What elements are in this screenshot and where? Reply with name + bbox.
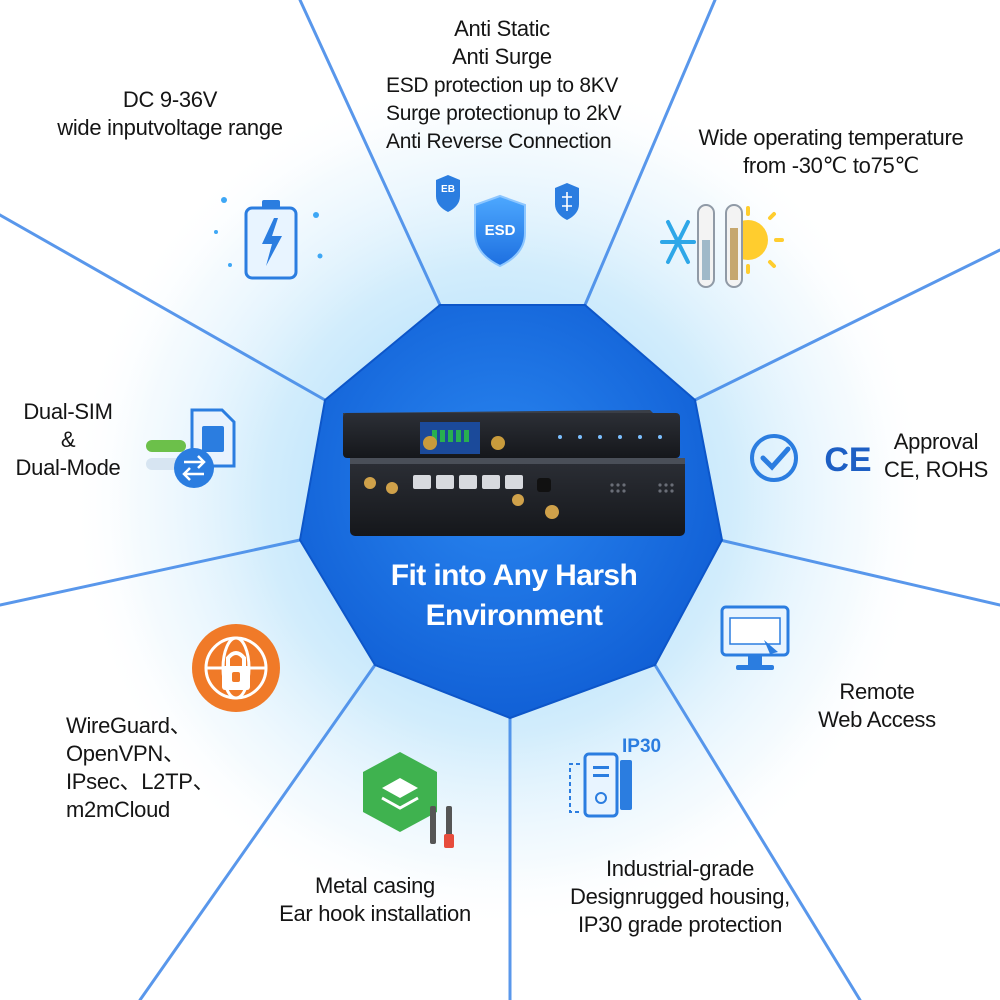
protection-line1: Anti Static <box>454 16 550 41</box>
feature-approval-label: Approval CE, ROHS <box>880 428 992 484</box>
router-image <box>343 410 685 536</box>
vpn-line3: IPsec、L2TP、 <box>66 769 215 794</box>
device-housing-icon <box>569 752 632 818</box>
remote-line2: Web Access <box>818 707 936 732</box>
protection-line5: Anti Reverse Connection <box>386 130 612 153</box>
ce-mark: CE <box>824 441 872 479</box>
shield-icon <box>436 175 579 268</box>
feature-voltage-label: DC 9-36V wide inputvoltage range <box>30 86 310 142</box>
center-title-line2: Environment <box>425 599 603 632</box>
feature-remote-label: Remote Web Access <box>792 678 962 734</box>
vpn-line4: m2mCloud <box>66 797 170 822</box>
thermometer-icon <box>660 204 784 288</box>
protection-line4: Surge protectionup to 2kV <box>386 102 622 125</box>
approval-line1: Approval <box>893 429 979 454</box>
center-title: Fit into Any Harsh Environment <box>300 556 728 636</box>
housing-line2: Designrugged housing, <box>570 884 790 909</box>
sim-line2: & <box>60 427 76 452</box>
voltage-line2: wide inputvoltage range <box>57 115 283 140</box>
approval-line2: CE, ROHS <box>884 457 988 482</box>
approval-check-icon <box>750 434 798 482</box>
ip30-badge: IP30 <box>622 736 662 757</box>
esd-badge: ESD <box>484 222 516 239</box>
monitor-icon <box>720 605 790 670</box>
remote-line1: Remote <box>839 679 915 704</box>
temperature-line1: Wide operating temperature <box>698 125 964 150</box>
feature-temperature-label: Wide operating temperature from -30℃ to7… <box>672 124 990 180</box>
housing-line1: Industrial-grade <box>605 856 755 881</box>
feature-casing-label: Metal casing Ear hook installation <box>250 872 500 928</box>
eb-badge: EB <box>441 184 455 195</box>
casing-line1: Metal casing <box>315 873 435 898</box>
feature-vpn-label: WireGuard、 OpenVPN、 IPsec、L2TP、 m2mCloud <box>66 712 266 824</box>
feature-protection-label: Anti Static Anti Surge <box>352 15 652 71</box>
globe-lock-icon <box>192 624 280 712</box>
sim-line1: Dual-SIM <box>23 399 113 424</box>
feature-protection-details: ESD protection up to 8KV Surge protectio… <box>386 72 676 156</box>
casing-line2: Ear hook installation <box>279 901 471 926</box>
sim-line3: Dual-Mode <box>15 455 121 480</box>
housing-line3: IP30 grade protection <box>577 912 783 937</box>
layers-tool-icon <box>363 752 454 848</box>
feature-housing-label: Industrial-grade Designrugged housing, I… <box>550 855 810 939</box>
vpn-line1: WireGuard、 <box>66 713 192 738</box>
voltage-line1: DC 9-36V <box>122 87 218 112</box>
battery-icon <box>214 197 323 280</box>
protection-line2: Anti Surge <box>452 44 552 69</box>
temperature-line2: from -30℃ to75℃ <box>743 153 919 178</box>
sim-card-icon <box>146 408 236 488</box>
protection-line3: ESD protection up to 8KV <box>386 74 619 97</box>
center-title-line1: Fit into Any Harsh <box>390 559 638 592</box>
feature-sim-label: Dual-SIM & Dual-Mode <box>8 398 128 482</box>
vpn-line2: OpenVPN、 <box>66 741 185 766</box>
